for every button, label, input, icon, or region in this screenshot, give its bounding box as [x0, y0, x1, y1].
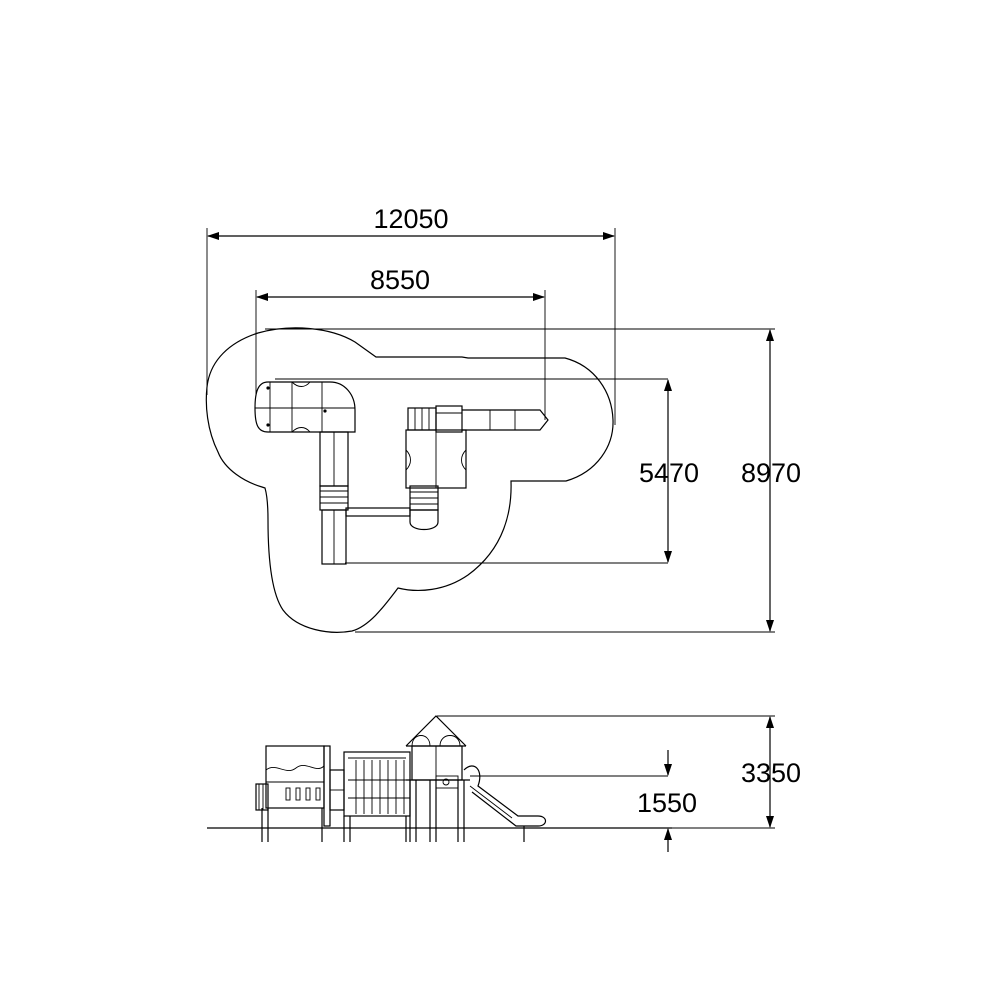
play-structure-elevation: [255, 715, 547, 842]
dim-structure-width: 8550: [370, 265, 430, 295]
safety-zone-outline: [205, 327, 614, 633]
dim-overall-depth: 8970: [741, 458, 801, 488]
play-structure-plan: [254, 381, 549, 565]
side-view: 3350 1550: [207, 715, 801, 852]
dim-platform-height: 1550: [637, 788, 697, 818]
plan-view: 12050 8550 5470 8970: [205, 204, 801, 633]
dim-structure-depth: 5470: [639, 458, 699, 488]
dim-total-height: 3350: [741, 758, 801, 788]
dim-overall-width: 12050: [373, 204, 448, 234]
